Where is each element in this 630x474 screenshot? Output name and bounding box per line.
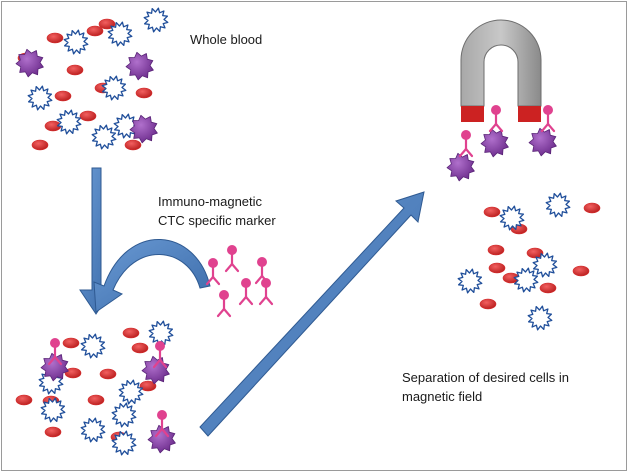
ctc-cell-icon xyxy=(15,48,44,78)
white-blood-cell-icon xyxy=(545,192,571,218)
antibody-marker-icon xyxy=(488,105,504,133)
red-blood-cell-icon xyxy=(46,32,64,44)
white-blood-cell-icon xyxy=(148,320,174,346)
white-blood-cell-icon xyxy=(527,305,553,331)
white-blood-cell-icon xyxy=(457,268,483,294)
red-blood-cell-icon xyxy=(135,87,153,99)
whole-blood-label: Whole blood xyxy=(190,32,263,47)
ctc-cell-icon xyxy=(147,424,176,454)
arrows xyxy=(79,167,425,437)
white-blood-cell-icon xyxy=(56,109,82,135)
ctc-cell-icon xyxy=(125,51,154,81)
white-blood-cell-icon xyxy=(80,333,106,359)
red-blood-cell-icon xyxy=(479,298,497,310)
antibody-marker-icon xyxy=(216,290,232,318)
antibody-marker-icon xyxy=(238,278,254,306)
ctc-cell-icon xyxy=(40,352,69,382)
antibody-marker-icon xyxy=(154,410,170,438)
red-blood-cell-icon xyxy=(487,244,505,256)
diagonal-arrow xyxy=(199,191,425,437)
antibody-marker-icon xyxy=(152,341,168,369)
red-blood-cell-icon xyxy=(44,426,62,438)
antibody-marker-icon xyxy=(224,245,240,273)
white-blood-cell-icon xyxy=(27,85,53,111)
white-blood-cell-icon xyxy=(101,75,127,101)
white-blood-cell-icon xyxy=(113,113,139,139)
white-blood-cell-icon xyxy=(532,252,558,278)
antibody-marker-icon xyxy=(540,105,556,133)
white-blood-cell-icon xyxy=(63,29,89,55)
white-blood-cell-icon xyxy=(118,379,144,405)
red-blood-cell-icon xyxy=(131,342,149,354)
red-blood-cell-icon xyxy=(79,110,97,122)
red-blood-cell-icon xyxy=(64,367,82,379)
white-blood-cell-icon xyxy=(499,205,525,231)
magnet-pole-right xyxy=(518,106,541,122)
red-blood-cell-icon xyxy=(483,206,501,218)
ctc-cell-icon xyxy=(480,128,509,158)
white-blood-cell-icon xyxy=(80,417,106,443)
red-blood-cell-icon xyxy=(488,262,506,274)
red-blood-cell-icon xyxy=(572,265,590,277)
white-blood-cell-icon xyxy=(91,124,117,150)
white-blood-cell-icon xyxy=(111,430,137,456)
red-blood-cell-icon xyxy=(66,64,84,76)
white-blood-cell-icon xyxy=(111,402,137,428)
ctc-cell-icon xyxy=(528,127,557,157)
curved-arrow xyxy=(93,239,211,313)
horseshoe-magnet-icon xyxy=(460,19,542,122)
red-blood-cell-icon xyxy=(86,25,104,37)
antibody-marker-icon xyxy=(258,278,274,306)
red-blood-cell-icon xyxy=(99,368,117,380)
red-blood-cell-icon xyxy=(526,247,544,259)
magnet-pole-left xyxy=(461,106,484,122)
red-blood-cell-icon xyxy=(54,90,72,102)
antibody-marker-icon xyxy=(205,258,221,286)
white-blood-cell-icon xyxy=(107,21,133,47)
ctc-cell-icon xyxy=(446,152,475,182)
red-blood-cell-icon xyxy=(539,282,557,294)
ctc-cell-icon xyxy=(141,355,170,385)
red-blood-cell-icon xyxy=(583,202,601,214)
red-blood-cell-icon xyxy=(87,394,105,406)
red-blood-cell-icon xyxy=(124,139,142,151)
antibody-marker-icon xyxy=(47,338,63,366)
red-blood-cell-icon xyxy=(15,394,33,406)
white-blood-cell-icon xyxy=(513,267,539,293)
ctc-cell-icon xyxy=(129,114,158,144)
red-blood-cell-icon xyxy=(139,380,157,392)
red-blood-cell-icon xyxy=(62,337,80,349)
antibody-marker-icon xyxy=(458,130,474,158)
cells-layer xyxy=(15,7,601,456)
red-blood-cell-icon xyxy=(122,327,140,339)
white-blood-cell-icon xyxy=(143,7,169,33)
antibody-marker-icon xyxy=(254,257,270,285)
red-blood-cell-icon xyxy=(31,139,49,151)
white-blood-cell-icon xyxy=(40,397,66,423)
markers-layer xyxy=(47,105,556,438)
